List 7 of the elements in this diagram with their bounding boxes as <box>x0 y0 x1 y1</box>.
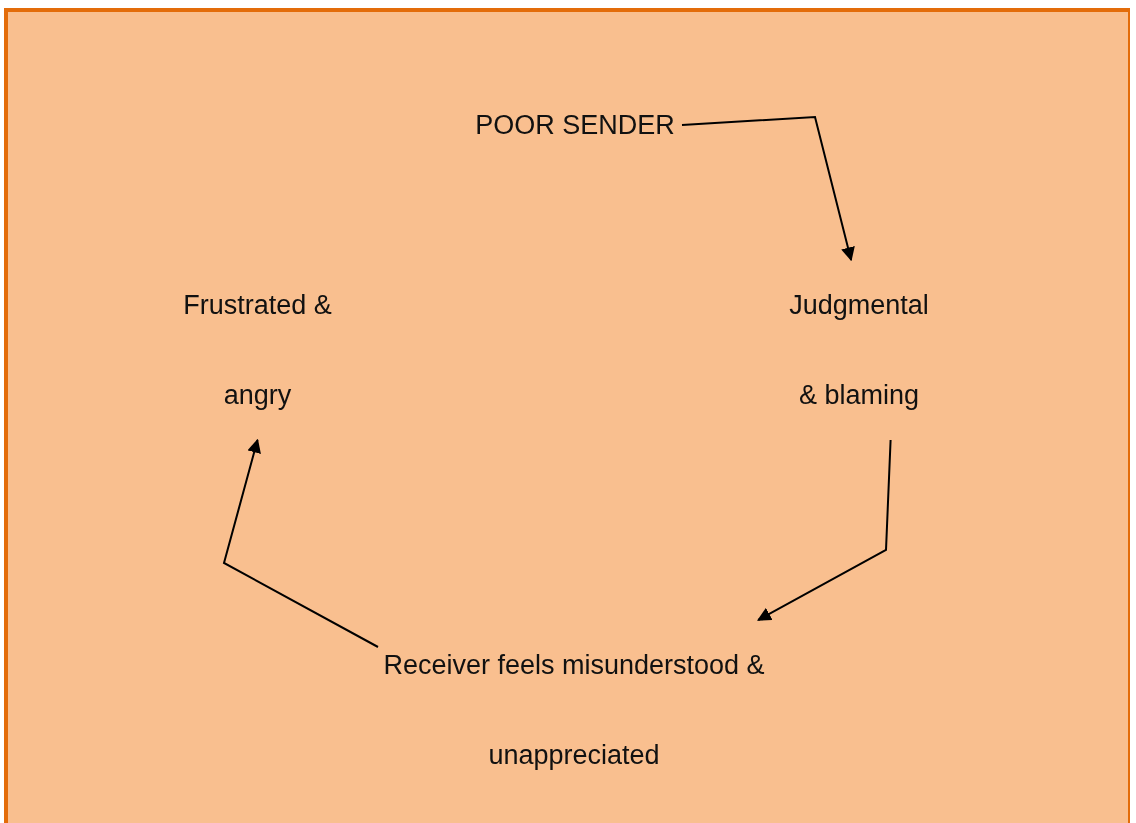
stage-text: Frustrated & angry <box>182 289 333 412</box>
stage-text: Judgmental & blaming <box>788 289 930 412</box>
arrow <box>757 439 892 621</box>
stage-text: Receiver feels misunderstood & unappreciated <box>382 649 766 772</box>
arrow <box>681 115 855 262</box>
stage-text: POOR SENDER <box>474 109 676 142</box>
arrow <box>222 438 379 648</box>
